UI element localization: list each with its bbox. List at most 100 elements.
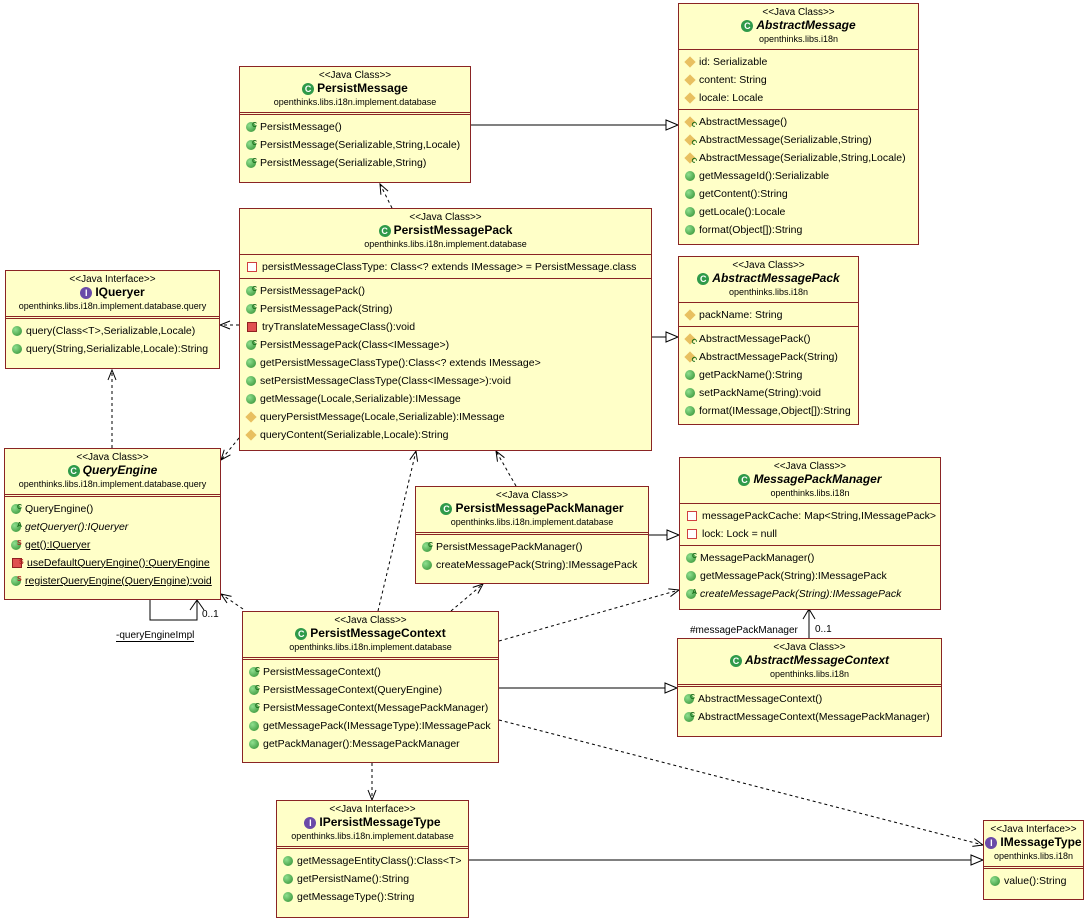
query-engine-impl-role-label: -queryEngineImpl	[116, 630, 195, 642]
method-row: getMessageEntityClass():Class<T>	[277, 852, 468, 870]
constructor-icon: C	[246, 339, 257, 350]
manager-uses-pack-line	[496, 451, 517, 487]
constructor-icon: C	[246, 303, 257, 314]
private-field-icon	[687, 528, 697, 539]
abstract-method-icon: A	[11, 521, 22, 532]
public-method-icon	[12, 325, 22, 336]
protected-constructor-icon: C	[684, 332, 698, 346]
class-icon: C	[67, 464, 80, 477]
engine-self-association-line	[149, 600, 198, 621]
package-name: openthinks.libs.i18n.implement.database.…	[18, 478, 207, 489]
constructor-icon: C	[684, 711, 695, 722]
class-name: PersistMessagePackManager	[455, 501, 624, 515]
package-name: openthinks.libs.i18n.implement.database	[273, 96, 437, 107]
protected-method-icon	[245, 410, 257, 423]
method-row: queryContent(Serializable,Locale):String	[240, 426, 651, 444]
public-method-icon	[685, 369, 695, 380]
package-name: openthinks.libs.i18n.implement.database	[450, 516, 614, 527]
method-row: query(String,Serializable,Locale):String	[6, 340, 219, 358]
public-method-icon	[685, 405, 695, 416]
context-uses-engine-line	[221, 594, 244, 610]
package-name: openthinks.libs.i18n	[770, 487, 850, 498]
package-name: openthinks.libs.i18n.implement.database	[289, 641, 452, 652]
constructor-icon: C	[246, 285, 257, 296]
method-row: getPersistName():String	[277, 870, 468, 888]
public-method-icon	[246, 357, 256, 368]
class-name: IPersistMessageType	[319, 815, 441, 829]
protected-icon	[684, 308, 696, 321]
context-uses-pack-line	[377, 451, 416, 612]
public-method-icon	[990, 875, 1000, 886]
method-row: value():String	[984, 872, 1083, 890]
method-row: createMessagePack(String):IMessagePack	[416, 556, 648, 574]
stereotype: <<Java Class>>	[409, 212, 482, 223]
class-name: MessagePackManager	[753, 472, 882, 486]
protected-constructor-icon: C	[684, 115, 698, 129]
interface-icon: I	[80, 286, 93, 299]
public-method-icon	[249, 720, 259, 731]
public-method-icon	[685, 387, 695, 398]
method-row: getPackName():String	[679, 366, 858, 384]
constructor-icon: C	[249, 684, 260, 695]
stereotype: <<Java Class>>	[334, 615, 407, 626]
constructor-icon: C	[684, 693, 695, 704]
class-name: IMessageType	[1000, 835, 1082, 849]
constructor-icon: C	[422, 541, 433, 552]
package-name: openthinks.libs.i18n	[728, 286, 809, 297]
package-name: openthinks.libs.i18n.implement.database.…	[18, 300, 207, 311]
class-name: IQueryer	[95, 285, 145, 299]
private-field-icon	[247, 261, 257, 272]
method-row: format(IMessage,Object[]):String	[679, 402, 858, 420]
class-name: PersistMessagePack	[393, 223, 513, 237]
protected-method-icon	[245, 428, 257, 441]
public-method-icon	[246, 375, 256, 386]
public-method-icon	[686, 570, 696, 581]
abstract-method-icon: A	[686, 588, 697, 599]
method-row: tryTranslateMessageClass():void	[240, 318, 651, 336]
protected-constructor-icon: C	[684, 350, 698, 364]
public-method-icon	[12, 343, 22, 354]
message-pack-manager-role-label: #messagePackManager	[690, 625, 798, 636]
public-method-icon	[249, 738, 259, 749]
public-method-icon	[283, 891, 293, 902]
stereotype: <<Java Class>>	[76, 452, 149, 463]
class-icon: C	[378, 224, 391, 237]
class-icon: C	[302, 82, 315, 95]
class-icon: C	[440, 502, 453, 515]
context-uses-imessage-type-line	[498, 719, 983, 845]
package-name: openthinks.libs.i18n.implement.database	[364, 238, 527, 249]
field-row: persistMessageClassType: Class<? extends…	[240, 258, 651, 276]
field-row: content: String	[679, 71, 918, 89]
class-name: QueryEngine	[82, 463, 158, 477]
method-row: getMessagePack(IMessageType):IMessagePac…	[243, 717, 498, 735]
engine-multiplicity-label: 0..1	[202, 609, 219, 620]
protected-icon	[684, 91, 696, 104]
stereotype: <<Java Class>>	[732, 260, 805, 271]
method-row: getContent():String	[679, 185, 918, 203]
